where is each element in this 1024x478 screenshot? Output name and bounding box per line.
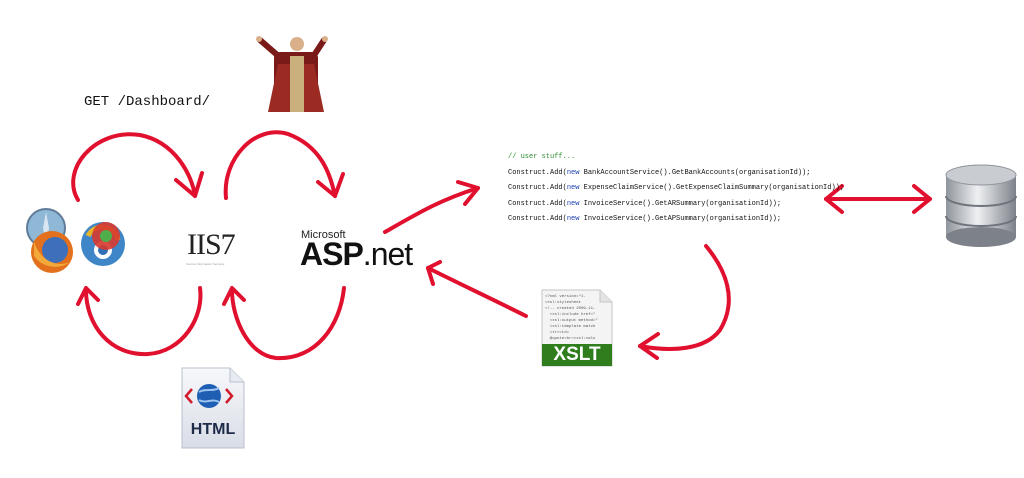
xslt-snippet: <?xml version="1. <xsl:stylesheet <!-- c… (545, 295, 598, 341)
code-comment: // user stuff... (508, 153, 576, 161)
http-request-label: GET /Dashboard/ (84, 94, 211, 110)
browser-logos-icon (26, 208, 125, 273)
aspnet-name: ASP (300, 236, 364, 272)
code-line: Construct.Add(new BankAccountService().G… (508, 168, 811, 177)
arrow-browser-to-iis (71, 132, 204, 202)
code-line: Construct.Add(new ExpenseClaimService().… (508, 184, 845, 192)
arrow-aspnet-to-code (383, 180, 480, 234)
aspnet-suffix: .net (362, 236, 413, 272)
arrow-code-to-database (824, 184, 932, 214)
arrow-xslt-to-aspnet (426, 260, 528, 318)
wizard-figure-icon (256, 36, 328, 112)
iis-logo-label: IIS7 (187, 228, 236, 261)
arrow-code-to-xslt (638, 244, 731, 360)
code-line: Construct.Add(new InvoiceService().GetAR… (508, 199, 782, 208)
code-snippet: // user stuff... Construct.Add(new BankA… (508, 150, 844, 228)
arrow-aspnet-to-iis (222, 286, 346, 361)
database-icon (945, 164, 1017, 247)
xslt-label: XSLT (542, 344, 612, 366)
aspnet-logo: ASP.net (300, 236, 413, 273)
aspnet-brand-label: Microsoft (301, 229, 346, 241)
code-line: Construct.Add(new InvoiceService().GetAP… (508, 215, 782, 223)
iis-subtitle: Internet Information Services (186, 262, 225, 266)
arrow-iis-to-browser (76, 286, 203, 357)
arrow-iis-to-aspnet (223, 130, 345, 200)
html-document-icon (181, 367, 245, 449)
html-label: HTML (190, 421, 236, 438)
